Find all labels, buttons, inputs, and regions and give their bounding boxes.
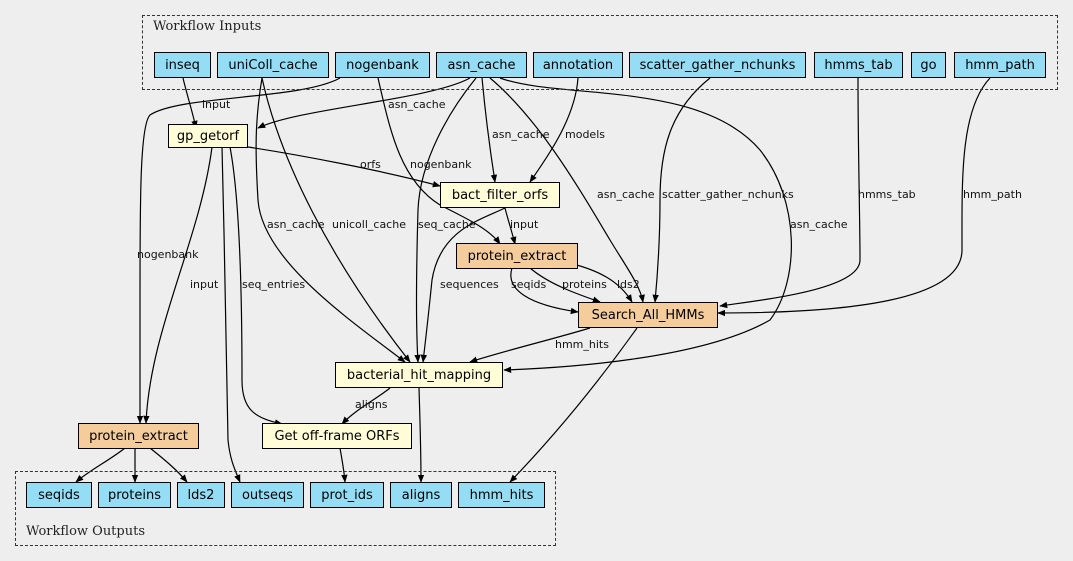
edge-nogenbank-pe xyxy=(377,77,501,245)
workflow-outputs-cluster: Workflow Outputs xyxy=(15,471,556,546)
input-asn-cache[interactable]: asn_cache xyxy=(436,52,527,78)
edge-label: proteins xyxy=(562,278,607,291)
edge-label: asn_cache xyxy=(492,128,550,141)
edge-label: aligns xyxy=(355,398,388,411)
edge-label: unicoll_cache xyxy=(332,218,406,231)
edge-bhm-aligns xyxy=(417,387,425,483)
edge-bact-pe xyxy=(504,207,517,245)
edge-asn-gp xyxy=(257,77,471,129)
edge-pe2-lds2 xyxy=(149,447,188,483)
input-inseq[interactable]: inseq xyxy=(154,52,211,78)
step-bacterial-hit-mapping[interactable]: bacterial_hit_mapping xyxy=(335,362,503,388)
step-get-offframe-orfs[interactable]: Get off-frame ORFs xyxy=(262,423,412,449)
edge-hmmstab-search xyxy=(719,77,861,309)
output-lds2[interactable]: lds2 xyxy=(177,482,225,508)
edge-label: seqids xyxy=(511,278,547,291)
edge-asn-bhm-seq xyxy=(414,77,477,363)
edge-bhm-offframe xyxy=(341,387,391,425)
input-hmm-path[interactable]: hmm_path xyxy=(954,52,1046,78)
edge-label: asn_cache xyxy=(597,188,655,201)
edge-label: asn_cache xyxy=(790,218,848,231)
edge-label: orfs xyxy=(360,158,381,171)
edge-label: sequences xyxy=(440,278,499,291)
workflow-outputs-label: Workflow Outputs xyxy=(26,524,145,539)
step-search-all-hmms[interactable]: Search_All_HMMs xyxy=(578,302,718,328)
edge-label: nogenbank xyxy=(410,158,472,171)
edge-label: nogenbank xyxy=(137,248,199,261)
edge-search-hmmhits xyxy=(509,327,638,483)
edge-label: hmms_tab xyxy=(858,188,916,201)
edge-label: hmm_hits xyxy=(555,338,609,351)
edge-label: input xyxy=(190,278,219,291)
edge-asn-search xyxy=(489,77,645,303)
workflow-inputs-label: Workflow Inputs xyxy=(153,19,262,34)
edge-gp-bact xyxy=(247,146,441,188)
edge-asn-bhm-right xyxy=(499,77,792,373)
output-prot-ids[interactable]: prot_ids xyxy=(310,482,384,508)
workflow-inputs-cluster: Workflow Inputs xyxy=(142,15,1058,90)
edge-bact-bhm xyxy=(420,207,506,363)
edge-gp-pe2 xyxy=(143,146,213,424)
edge-unicoll-bhm xyxy=(261,77,411,363)
edge-label-layer: input asn_cache asn_cache models orfs no… xyxy=(137,98,1022,411)
edge-label: asn_cache xyxy=(267,218,325,231)
output-hmm-hits[interactable]: hmm_hits xyxy=(458,482,545,508)
step-bact-filter-orfs[interactable]: bact_filter_orfs xyxy=(440,182,560,208)
edge-asn-bact xyxy=(481,77,498,183)
input-nogenbank[interactable]: nogenbank xyxy=(335,52,430,78)
edge-label: scatter_gather_nchunks xyxy=(662,188,794,201)
edge-annotation-bact xyxy=(529,77,579,183)
edge-label: input xyxy=(510,218,539,231)
edge-label: seq_entries xyxy=(242,278,305,291)
edge-gp-outseqs xyxy=(221,146,241,483)
edge-hmmpath-search xyxy=(717,77,991,317)
output-seqids[interactable]: seqids xyxy=(26,482,92,508)
edge-label: asn_cache xyxy=(388,98,446,111)
edge-unicoll-bhm-left xyxy=(255,77,406,363)
edge-search-bhm xyxy=(469,327,591,363)
edge-nogenbank-pe2 xyxy=(136,77,341,424)
output-outseqs[interactable]: outseqs xyxy=(231,482,304,508)
input-hmms-tab[interactable]: hmms_tab xyxy=(814,52,903,78)
edge-gp-offframe xyxy=(229,146,283,426)
step-protein-extract-upper[interactable]: protein_extract xyxy=(456,243,578,269)
edge-label: input xyxy=(202,98,231,111)
output-proteins[interactable]: proteins xyxy=(98,482,171,508)
step-protein-extract-lower[interactable]: protein_extract xyxy=(78,423,199,449)
edge-pe2-seqids xyxy=(75,447,126,483)
step-gp-getorf[interactable]: gp_getorf xyxy=(168,124,248,148)
input-go[interactable]: go xyxy=(911,52,946,78)
edge-pe-search-seqids xyxy=(510,267,579,315)
input-annotation[interactable]: annotation xyxy=(533,52,623,78)
output-aligns[interactable]: aligns xyxy=(390,482,452,508)
edge-pe-search-proteins xyxy=(529,267,601,303)
edge-offframe-protids xyxy=(339,447,348,483)
edge-label: models xyxy=(565,128,605,141)
input-unicoll-cache[interactable]: uniColl_cache xyxy=(217,52,329,78)
edge-inseq-gp xyxy=(182,77,198,129)
input-scatter-gather-nchunks[interactable]: scatter_gather_nchunks xyxy=(629,52,806,78)
edge-scatter-search xyxy=(652,77,711,303)
edge-label: lds2 xyxy=(617,278,640,291)
edge-label: hmm_path xyxy=(963,188,1022,201)
edge-label: seq_cache xyxy=(418,218,476,231)
